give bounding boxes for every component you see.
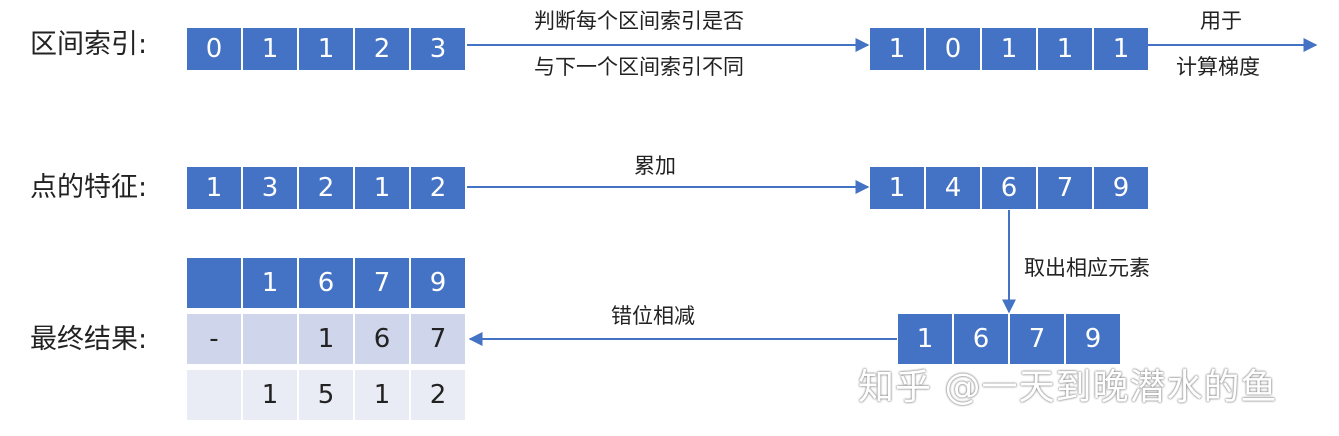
result-bottom-cell — [187, 370, 241, 420]
result-top-cell: 1 — [243, 258, 297, 308]
point-features-label: 点的特征: — [30, 172, 148, 203]
result-bottom-cell: 1 — [355, 370, 409, 420]
result-top-cell — [187, 258, 241, 308]
result-bottom-cell: 5 — [299, 370, 353, 420]
shift-subtract-note: 错位相减 — [611, 304, 695, 328]
point-feature-cell: 1 — [355, 167, 409, 209]
selected-cell: 6 — [954, 314, 1008, 364]
result-mid-cell: 1 — [299, 314, 353, 364]
result-mid-cell: 7 — [411, 314, 465, 364]
result-top-cell: 9 — [411, 258, 465, 308]
change-flag-cell: 1 — [1094, 28, 1148, 70]
point-feature-cell: 2 — [411, 167, 465, 209]
result-top-cell: 7 — [355, 258, 409, 308]
selected-cell: 7 — [1010, 314, 1064, 364]
take-elements-note: 取出相应元素 — [1024, 256, 1150, 280]
watermark: 知乎 @一天到晚潜水的鱼 — [858, 367, 1278, 408]
judge-note-line2: 与下一个区间索引不同 — [534, 55, 744, 79]
interval-index-cell: 0 — [187, 28, 241, 70]
interval-index-cell: 1 — [243, 28, 297, 70]
cumsum-row: 1 4 6 7 9 — [870, 167, 1148, 209]
point-feature-cell: 1 — [187, 167, 241, 209]
use-note-line1: 用于 — [1200, 9, 1242, 33]
interval-index-cell: 3 — [411, 28, 465, 70]
interval-index-label: 区间索引: — [30, 29, 148, 60]
change-flag-cell: 1 — [1038, 28, 1092, 70]
change-flags-row: 1 0 1 1 1 — [870, 28, 1148, 70]
cumsum-cell: 6 — [982, 167, 1036, 209]
use-note-line2: 计算梯度 — [1176, 55, 1260, 79]
point-features-row: 1 3 2 1 2 — [187, 167, 465, 209]
result-mid-row: - 1 6 7 — [187, 314, 465, 364]
result-bottom-row: 1 5 1 2 — [187, 370, 465, 420]
result-top-row: 1 6 7 9 — [187, 258, 465, 308]
change-flag-cell: 1 — [870, 28, 924, 70]
cumsum-cell: 9 — [1094, 167, 1148, 209]
result-mid-cell — [243, 314, 297, 364]
change-flag-cell: 0 — [926, 28, 980, 70]
cumsum-cell: 4 — [926, 167, 980, 209]
selected-cell: 9 — [1066, 314, 1120, 364]
interval-index-row: 0 1 1 2 3 — [187, 28, 465, 70]
result-mid-cell: - — [187, 314, 241, 364]
cumsum-cell: 1 — [870, 167, 924, 209]
accumulate-note: 累加 — [634, 154, 676, 178]
result-bottom-cell: 2 — [411, 370, 465, 420]
result-bottom-cell: 1 — [243, 370, 297, 420]
final-result-label: 最终结果: — [30, 324, 148, 355]
interval-index-cell: 1 — [299, 28, 353, 70]
result-top-cell: 6 — [299, 258, 353, 308]
result-mid-cell: 6 — [355, 314, 409, 364]
selected-cell: 1 — [898, 314, 952, 364]
selected-row: 1 6 7 9 — [898, 314, 1120, 364]
interval-index-cell: 2 — [355, 28, 409, 70]
cumsum-cell: 7 — [1038, 167, 1092, 209]
point-feature-cell: 3 — [243, 167, 297, 209]
judge-note-line1: 判断每个区间索引是否 — [534, 9, 744, 33]
point-feature-cell: 2 — [299, 167, 353, 209]
change-flag-cell: 1 — [982, 28, 1036, 70]
